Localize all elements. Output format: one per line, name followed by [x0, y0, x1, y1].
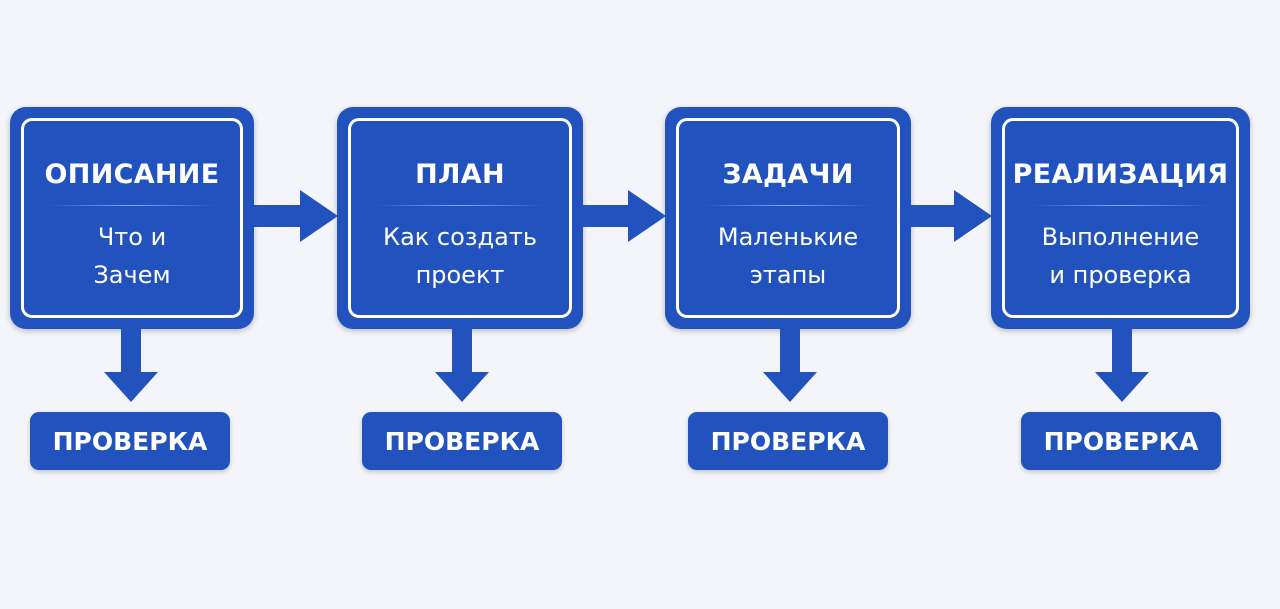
step-title: ПЛАН	[415, 159, 505, 190]
divider	[47, 205, 217, 206]
step-subtitle-line: Как создать	[383, 223, 537, 251]
step-title: ОПИСАНИЕ	[44, 159, 220, 190]
step-inner: ПЛАН Как создать проект	[348, 118, 572, 318]
check-badge: ПРОВЕРКА	[362, 412, 562, 470]
step-subtitle-line: этапы	[749, 261, 827, 289]
step-box-description: ОПИСАНИЕ Что и Зачем	[10, 107, 254, 329]
step-subtitle-line: и проверка	[1049, 261, 1192, 289]
step-title: ЗАДАЧИ	[722, 159, 854, 190]
arrow-down-icon	[763, 328, 817, 402]
arrow-right-icon	[583, 190, 666, 242]
step-subtitle-line: Зачем	[93, 261, 171, 289]
arrow-down-icon	[1095, 328, 1149, 402]
step-inner: РЕАЛИЗАЦИЯ Выполнение и проверка	[1002, 118, 1239, 318]
check-badge: ПРОВЕРКА	[1021, 412, 1221, 470]
step-subtitle-line: проект	[415, 261, 505, 289]
check-badge: ПРОВЕРКА	[30, 412, 230, 470]
step-inner: ЗАДАЧИ Маленькие этапы	[676, 118, 900, 318]
step-inner: ОПИСАНИЕ Что и Зачем	[21, 118, 243, 318]
arrow-down-icon	[104, 328, 158, 402]
step-box-implementation: РЕАЛИЗАЦИЯ Выполнение и проверка	[991, 107, 1250, 329]
divider	[374, 205, 546, 206]
step-subtitle-line: Маленькие	[717, 223, 859, 251]
step-box-plan: ПЛАН Как создать проект	[337, 107, 583, 329]
arrow-down-icon	[435, 328, 489, 402]
arrow-right-icon	[911, 190, 992, 242]
step-subtitle-line: Что и	[97, 223, 167, 251]
divider	[1030, 205, 1211, 206]
step-subtitle-line: Выполнение	[1041, 223, 1200, 251]
step-title: РЕАЛИЗАЦИЯ	[1012, 159, 1229, 190]
check-badge: ПРОВЕРКА	[688, 412, 888, 470]
step-box-tasks: ЗАДАЧИ Маленькие этапы	[665, 107, 911, 329]
divider	[702, 205, 874, 206]
arrow-right-icon	[254, 190, 338, 242]
